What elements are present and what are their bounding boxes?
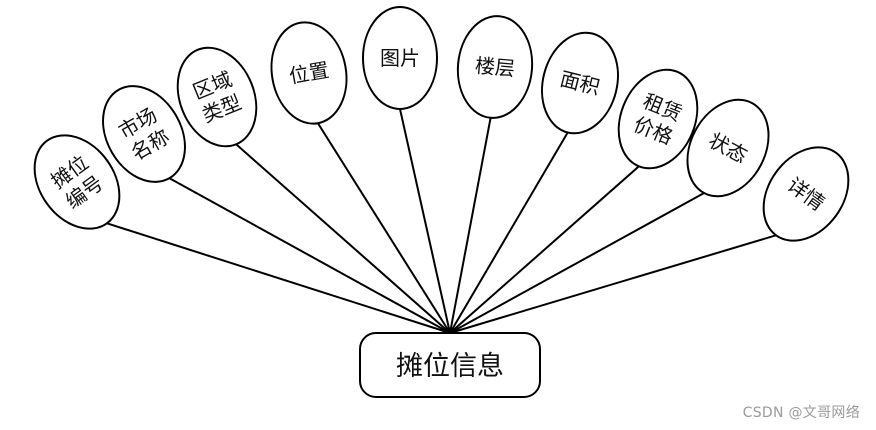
connector-area-type	[235, 143, 451, 334]
attribute-ellipse-market-name	[102, 85, 186, 183]
attribute-area: 面积	[541, 31, 619, 135]
attribute-ellipse-status	[686, 98, 770, 198]
connector-image	[399, 108, 451, 334]
connector-status	[449, 192, 705, 334]
entity-label: 摊位信息	[396, 351, 504, 382]
attribute-label-floor: 楼层	[474, 53, 516, 80]
attribute-label-image: 图片	[380, 46, 420, 70]
connector-location	[317, 122, 451, 334]
attribute-ellipse-location	[270, 21, 348, 125]
attribute-details: 详情	[762, 146, 850, 242]
attribute-ellipse-floor	[456, 15, 534, 119]
attribute-image: 图片	[362, 6, 438, 110]
attribute-ellipse-area-type	[176, 46, 258, 148]
connector-stall-number	[106, 222, 451, 334]
attribute-layer: 摊位编号市场名称区域类型位置 图片 楼层面积租赁价格状态详情	[33, 6, 850, 242]
attribute-ellipse-rental-price	[617, 68, 699, 170]
entity-stall-info: 摊位信息	[359, 332, 541, 398]
attribute-ellipse-details	[762, 146, 850, 242]
attribute-status: 状态	[686, 98, 770, 198]
connector-lines	[106, 108, 777, 334]
attribute-ellipse-image	[362, 6, 438, 110]
attribute-location: 位置	[270, 21, 348, 125]
connector-floor	[449, 117, 492, 334]
connector-rental-price	[449, 165, 640, 334]
connector-area	[449, 131, 569, 334]
watermark: CSDN @文哥网络	[742, 405, 860, 421]
attribute-ellipse-stall-number	[33, 134, 121, 230]
connector-details	[449, 234, 777, 334]
attribute-ellipse-area	[541, 31, 619, 135]
entity-box	[359, 332, 541, 398]
connector-market-name	[169, 177, 451, 334]
attribute-floor: 楼层	[456, 15, 534, 119]
